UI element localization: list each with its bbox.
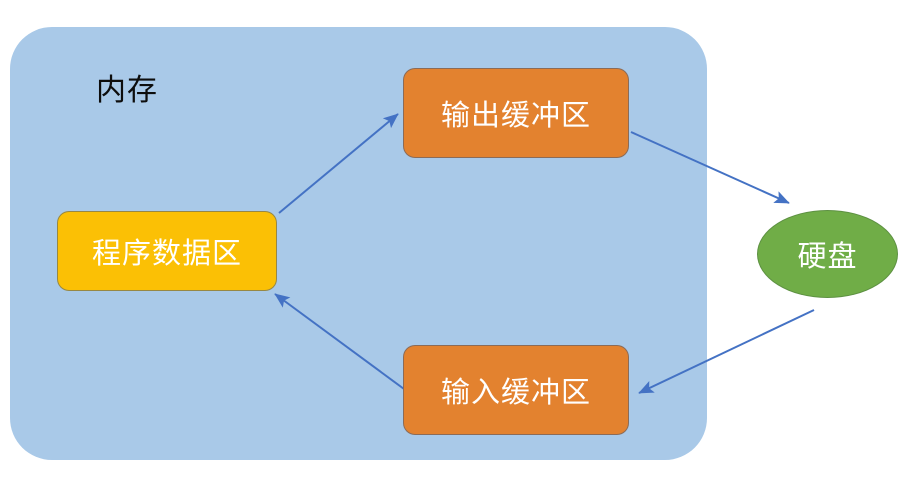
node-hard-disk-label: 硬盘 (797, 241, 858, 273)
node-program-data-area-label: 程序数据区 (91, 238, 242, 270)
node-hard-disk[interactable]: 硬盘 (757, 210, 898, 298)
node-output-buffer[interactable]: 输出缓冲区 (403, 68, 629, 158)
memory-region-label: 内存 (96, 74, 158, 107)
node-output-buffer-label: 输出缓冲区 (440, 100, 591, 132)
node-input-buffer[interactable]: 输入缓冲区 (403, 345, 629, 435)
node-program-data-area[interactable]: 程序数据区 (57, 211, 277, 291)
node-input-buffer-label: 输入缓冲区 (440, 377, 591, 409)
